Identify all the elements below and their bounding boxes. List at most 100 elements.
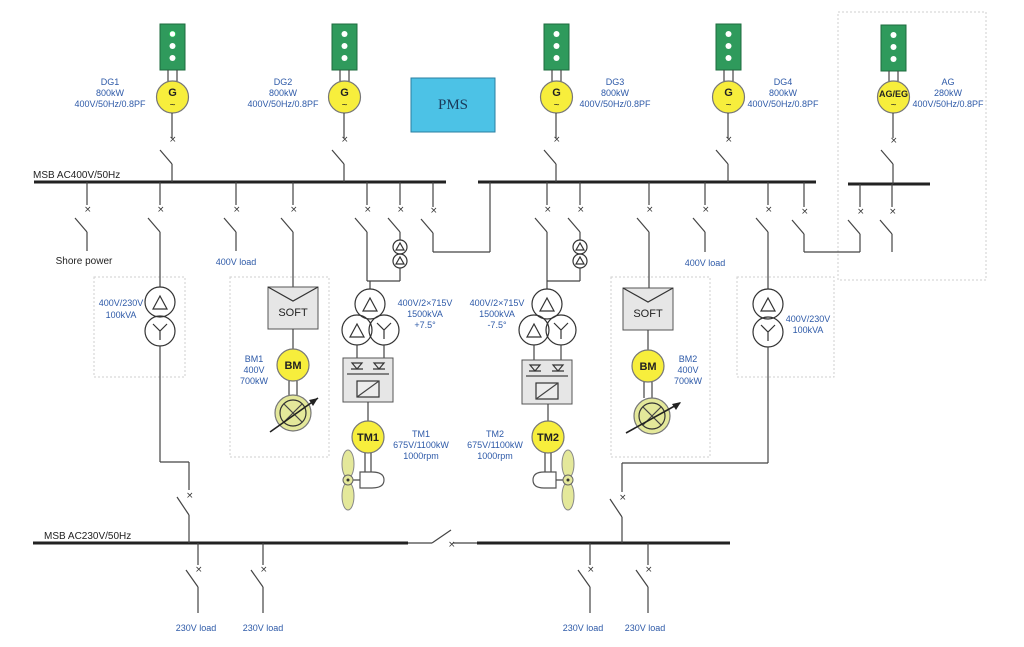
thruster-motor-2-icon	[531, 420, 565, 454]
bus-tie-230-breaker[interactable]: ×	[408, 529, 477, 550]
svg-text:×: ×	[448, 540, 456, 550]
svg-text:×: ×	[233, 205, 241, 215]
ag-feeder-breakers[interactable]: × ×	[847, 184, 897, 252]
svg-text:×: ×	[553, 135, 561, 145]
bow-motor-2-feeder[interactable]: × SOFT BM	[622, 182, 681, 435]
ag-group-box	[837, 11, 987, 281]
svg-text:×: ×	[646, 205, 654, 215]
svg-text:SOFT: SOFT	[278, 307, 308, 319]
svg-text:×: ×	[765, 205, 773, 215]
svg-text:TM2: TM2	[537, 432, 559, 444]
transformer-230-left-feeder[interactable]: × ×	[144, 182, 194, 543]
thruster-motor-2-speed: 1000rpm	[477, 451, 513, 461]
soft-starter-1: SOFT	[267, 286, 319, 330]
variable-pitch-propeller-icon	[625, 397, 681, 435]
bow-motor-2-box	[610, 276, 711, 458]
thruster-motor-1-icon	[351, 420, 385, 454]
dg1-rating: 400V/50Hz/0.8PF	[74, 99, 146, 109]
bow-motor-1-box	[229, 276, 330, 458]
shore-power-feeder[interactable]: ×	[74, 182, 92, 251]
svg-text:AG/EG: AG/EG	[879, 89, 908, 99]
svg-text:×: ×	[619, 493, 627, 503]
generator-ag[interactable]: AG/EG ~ ×	[876, 24, 911, 184]
svg-text:×: ×	[195, 565, 203, 575]
svg-text:~: ~	[554, 100, 560, 111]
load-230-1-feeder[interactable]: ×	[185, 543, 203, 613]
generator-dg3[interactable]: G ~ ×	[539, 23, 574, 182]
svg-text:~: ~	[726, 100, 732, 111]
transformer-230-right-feeder[interactable]: × ×	[609, 182, 784, 543]
load-230-3-feeder[interactable]: ×	[577, 543, 595, 613]
bow-motor-2-power: 700kW	[674, 376, 703, 386]
thruster-motor-2-rating: 675V/1100kW	[467, 440, 523, 450]
bow-motor-2-name: BM2	[679, 354, 698, 364]
ag-rating: 400V/50Hz/0.8PF	[912, 99, 984, 109]
svg-text:×: ×	[801, 207, 809, 217]
thruster-motor-1-speed: 1000rpm	[403, 451, 439, 461]
svg-text:×: ×	[260, 565, 268, 575]
load-230-2-feeder[interactable]: ×	[250, 543, 268, 613]
svg-text:SOFT: SOFT	[633, 308, 663, 320]
generator-dg4[interactable]: G ~ ×	[711, 23, 746, 182]
svg-text:×: ×	[397, 205, 405, 215]
svg-text:BM: BM	[639, 361, 656, 373]
svg-text:×: ×	[186, 491, 194, 501]
svg-text:×: ×	[577, 205, 585, 215]
dg2-power: 800kW	[269, 88, 298, 98]
propulsion-transformer-2-feeder[interactable]: × × TM2	[518, 182, 588, 511]
propulsion-transformer-1-ratio: 400V/2×715V	[398, 298, 453, 308]
thruster-motor-1-rating: 675V/1100kW	[393, 440, 449, 450]
load-230-2-label: 230V load	[243, 623, 284, 633]
ag-name: AG	[941, 77, 954, 87]
svg-text:~: ~	[342, 100, 348, 111]
dg3-name: DG3	[606, 77, 625, 87]
svg-text:×: ×	[84, 205, 92, 215]
svg-text:~: ~	[170, 100, 176, 111]
bow-motor-1-feeder[interactable]: × SOFT BM	[267, 182, 319, 433]
bus-tie-400-ag[interactable]: ×	[791, 182, 860, 253]
load-230-4-label: 230V load	[625, 623, 666, 633]
svg-text:BM: BM	[284, 360, 301, 372]
svg-text:×: ×	[857, 207, 865, 217]
generator-dg2[interactable]: G ~ ×	[327, 23, 362, 182]
converter-2	[521, 359, 573, 405]
propulsion-transformer-2-power: 1500kVA	[479, 309, 515, 319]
dg4-name: DG4	[774, 77, 793, 87]
pms-block[interactable]: PMS	[410, 77, 496, 133]
propulsion-transformer-1-shift: +7.5°	[414, 320, 436, 330]
bow-motor-1-icon	[276, 348, 310, 382]
svg-text:×: ×	[645, 565, 653, 575]
ag-power: 280kW	[934, 88, 963, 98]
svg-text:×: ×	[725, 135, 733, 145]
load-230-3-label: 230V load	[563, 623, 604, 633]
svg-text:×: ×	[341, 135, 349, 145]
bow-motor-1-name: BM1	[245, 354, 264, 364]
load-400-left-feeder[interactable]: ×	[223, 182, 241, 251]
svg-text:×: ×	[364, 205, 372, 215]
load-230-4-feeder[interactable]: ×	[635, 543, 653, 613]
svg-text:×: ×	[157, 205, 165, 215]
svg-text:×: ×	[890, 136, 898, 146]
converter-1	[342, 357, 394, 403]
svg-text:×: ×	[290, 205, 298, 215]
soft-starter-2: SOFT	[622, 287, 674, 331]
thruster-motor-2-name: TM2	[486, 429, 504, 439]
svg-text:×: ×	[587, 565, 595, 575]
propulsion-transformer-2-ratio: 400V/2×715V	[470, 298, 525, 308]
load-400-left-label: 400V load	[216, 257, 257, 267]
generator-dg1[interactable]: G ~ ×	[155, 23, 190, 182]
svg-text:G: G	[340, 87, 349, 99]
variable-pitch-propeller-icon	[269, 394, 319, 433]
bow-motor-2-voltage: 400V	[677, 365, 698, 375]
bus-tie-400[interactable]: ×	[420, 182, 491, 253]
transformer-230-left-box	[93, 276, 186, 378]
propulsion-transformer-1-feeder[interactable]: × × TM1	[341, 182, 408, 511]
dg1-power: 800kW	[96, 88, 125, 98]
dg3-rating: 400V/50Hz/0.8PF	[579, 99, 651, 109]
dg4-rating: 400V/50Hz/0.8PF	[747, 99, 819, 109]
svg-text:×: ×	[430, 206, 438, 216]
load-400-right-label: 400V load	[685, 258, 726, 268]
transformer-230-left-ratio: 400V/230V	[99, 298, 144, 308]
load-400-right-feeder[interactable]: ×	[692, 182, 710, 252]
